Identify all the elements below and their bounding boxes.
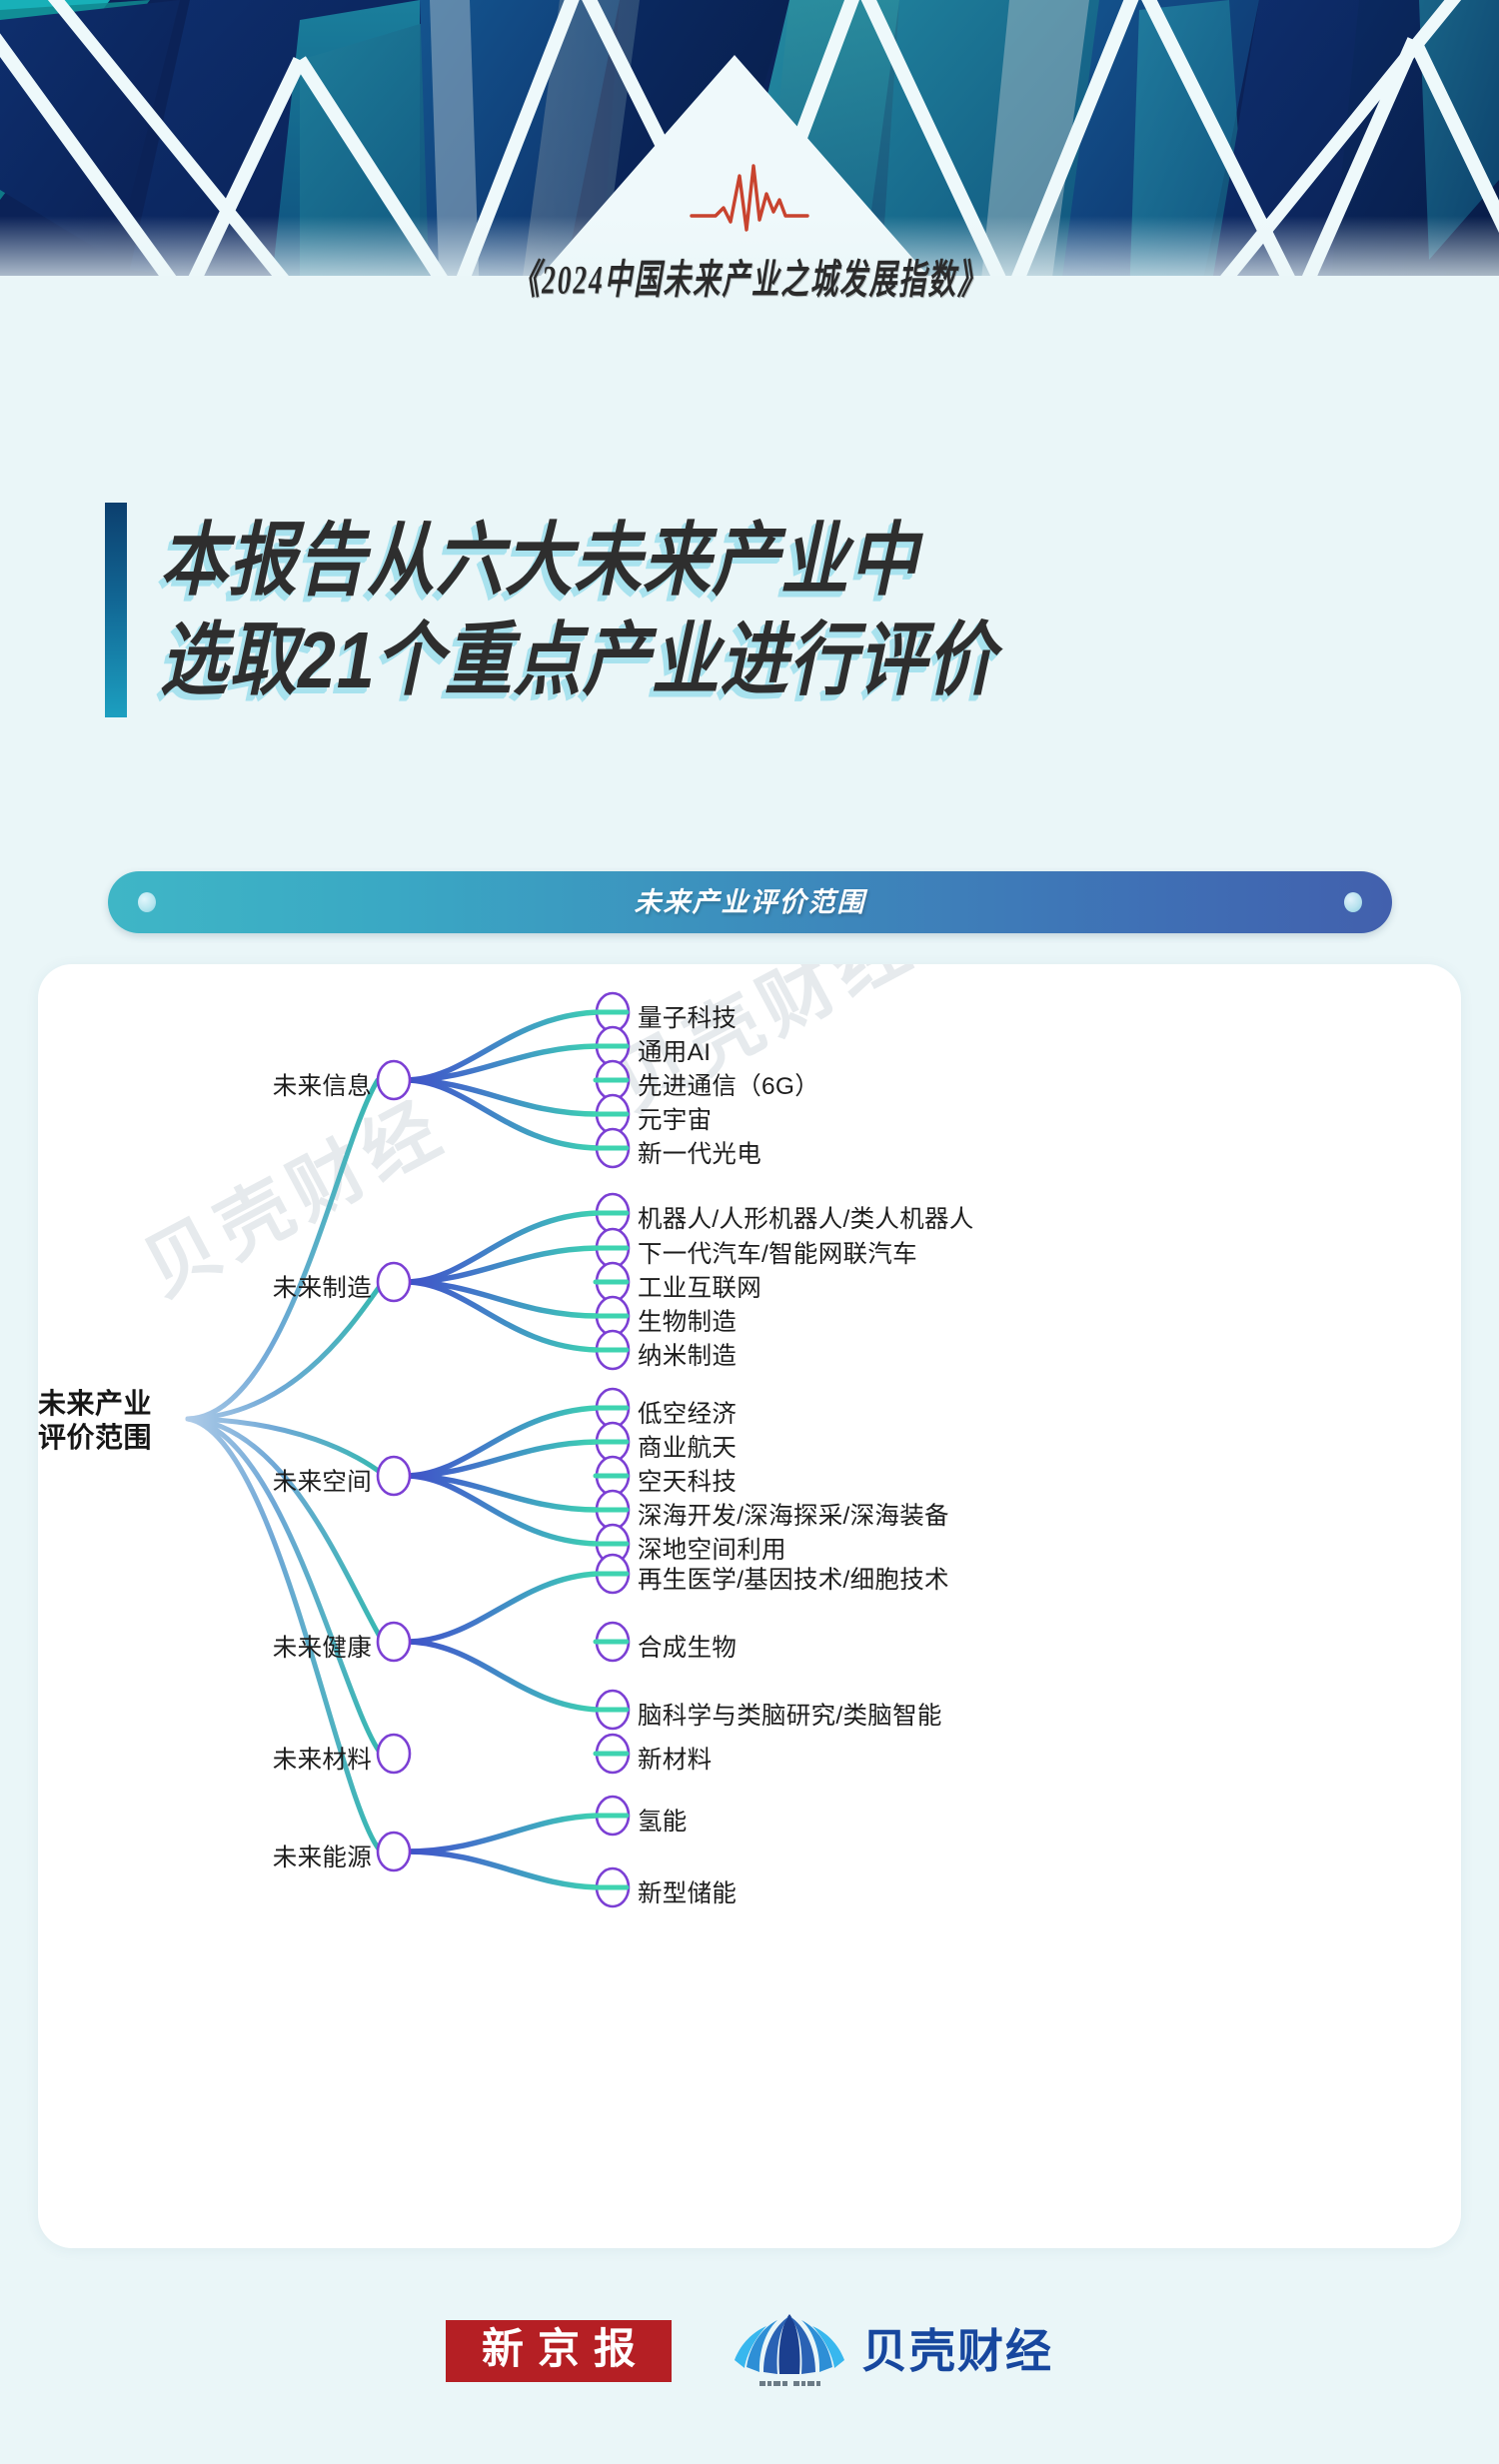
headline-block: 本报告从六大未来产业中 选取21个重点产业进行评价 [0,485,1499,744]
shell-fan-icon [735,2314,844,2386]
leaf-label-hydrogen-energy: 氢能 [638,1809,688,1836]
section-banner-title: 未来产业评价范围 [634,887,866,917]
pulse-waveform-icon [690,164,809,232]
leaf-label-aerospace-technology: 空天科技 [638,1469,738,1496]
pill-dot-left-icon [138,892,156,912]
header-banner [0,0,1499,300]
leaf-label-robots-humanoid-robots: 机器人/人形机器人/类人机器人 [638,1206,974,1233]
headline-accent-bar [105,503,127,717]
leaf-label-next-gen-vehicles: 下一代汽车/智能网联汽车 [638,1241,917,1268]
branch-label-future-information: 未来信息 [272,1073,372,1100]
beike-finance-logo: 贝壳财经 [734,2308,1053,2394]
xinjingbao-logo-text: 新京报 [481,2327,650,2373]
leaf-label-next-gen-photonics: 新一代光电 [638,1141,761,1168]
leaf-label-commercial-aerospace: 商业航天 [638,1435,738,1462]
headline-line-2: 选取21个重点产业进行评价 [160,616,996,705]
leaf-label-bio-manufacturing: 生物制造 [638,1309,738,1336]
branch-label-future-space: 未来空间 [272,1469,372,1496]
leaf-label-metaverse: 元宇宙 [638,1107,713,1134]
xinjingbao-logo: 新京报 [445,2320,672,2382]
leaf-label-new-materials: 新材料 [638,1747,713,1774]
branch-label-future-energy: 未来能源 [272,1845,372,1871]
leaf-label-nano-manufacturing: 纳米制造 [638,1343,738,1370]
leaf-label-new-energy-storage: 新型储能 [638,1880,738,1907]
pill-dot-right-icon [1344,892,1362,912]
footer: 新京报 贝壳财经 [0,2278,1499,2464]
branch-label-future-manufacturing: 未来制造 [272,1275,372,1302]
leaf-label-industrial-internet: 工业互联网 [638,1275,761,1302]
leaf-label-quantum-technology: 量子科技 [638,1005,738,1032]
tree-connector-graphics [185,991,631,1908]
leaf-label-regenerative-medicine: 再生医学/基因技术/细胞技术 [638,1567,949,1594]
branch-label-future-health: 未来健康 [272,1635,372,1662]
report-title: 《2024中国未来产业之城发展指数》 [512,258,987,303]
leaf-label-deep-sea-development: 深海开发/深海探采/深海装备 [638,1503,949,1530]
leaf-label-low-altitude-economy: 低空经济 [638,1401,738,1428]
branch-label-future-materials: 未来材料 [272,1747,372,1774]
headline-line-1: 本报告从六大未来产业中 [160,516,919,606]
tree-root-label-line2: 评价范围 [38,1422,153,1454]
leaf-label-brain-science: 脑科学与类脑研究/类脑智能 [638,1703,942,1730]
leaf-label-general-ai: 通用AI [638,1039,712,1066]
report-title-block: 《2024中国未来产业之城发展指数》 [0,160,1499,303]
section-banner: 未来产业评价范围 [108,871,1392,933]
leaf-label-advanced-communication-6g: 先进通信（6G） [638,1073,820,1100]
tree-diagram-card: 贝壳财经 贝壳财经 [38,964,1461,2248]
header-geometric-pattern [0,0,1499,300]
leaf-label-deep-underground-space: 深地空间利用 [638,1537,786,1564]
leaf-label-synthetic-biology: 合成生物 [638,1635,738,1662]
tree-root-label-line1: 未来产业 [38,1388,153,1419]
tree-root-label: 未来产业 评价范围 [38,1387,188,1455]
beike-finance-logo-text: 贝壳财经 [861,2325,1053,2377]
